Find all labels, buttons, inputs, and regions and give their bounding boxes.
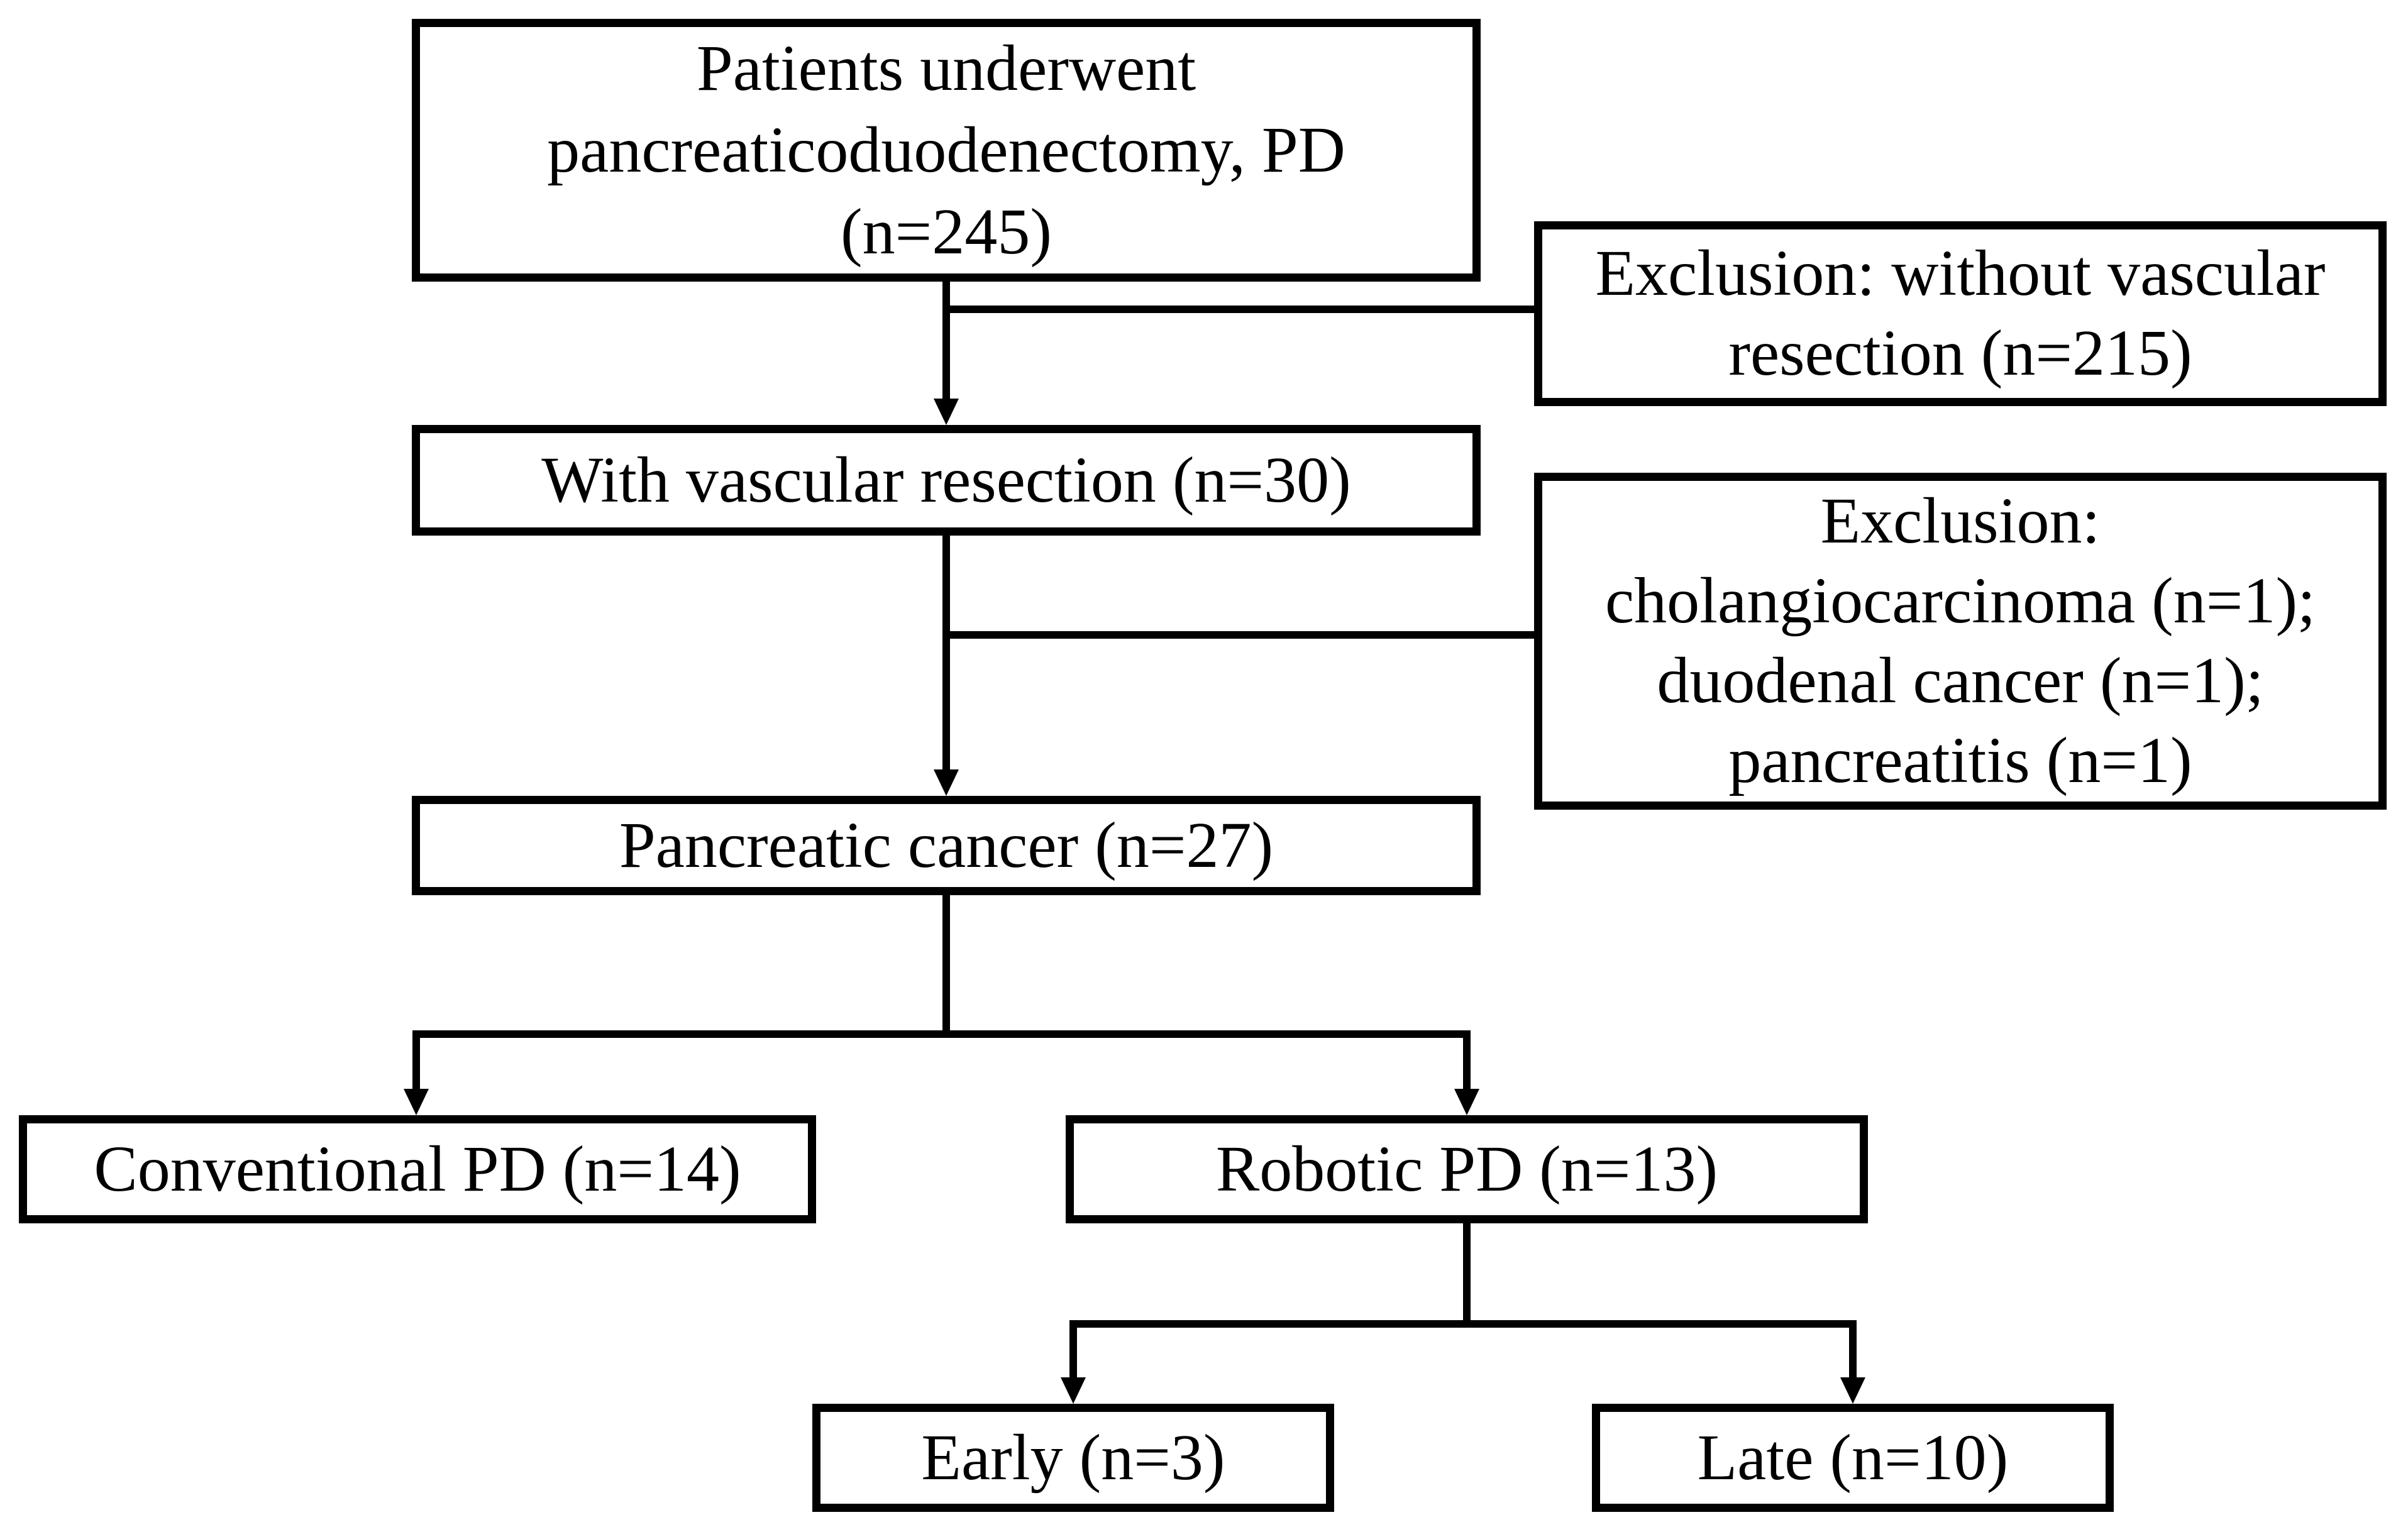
into-early-arrow-down-icon: [1061, 1377, 1086, 1404]
connector-vascular-to-exclusion2: [943, 631, 1540, 639]
into-pancreatic-cancer-arrow-down-icon: [934, 769, 959, 796]
connector-robotic-down: [1463, 1223, 1471, 1324]
node-label: Exclusion: without vascular resection (n…: [1595, 237, 2326, 389]
node-late-group: Late (n=10): [1592, 1404, 2114, 1512]
connector-cancer-down: [942, 894, 950, 1034]
node-label: With vascular resection (n=30): [541, 443, 1351, 516]
node-exclusion-without-vascular-resection: Exclusion: without vascular resection (n…: [1534, 221, 2387, 406]
into-vascular-arrow-down-icon: [934, 399, 959, 425]
node-early-group: Early (n=3): [812, 1404, 1334, 1512]
connector-root-to-exclusion1: [943, 306, 1540, 313]
node-label: Exclusion: cholangiocarcinoma (n=1); duo…: [1605, 485, 2316, 796]
into-robotic-pd-arrow-down-icon: [1454, 1089, 1479, 1115]
node-label: Patients underwent pancreaticoduodenecto…: [547, 32, 1345, 268]
node-label: Early (n=3): [921, 1421, 1225, 1494]
connector-root-down: [942, 280, 950, 404]
node-conventional-pd: Conventional PD (n=14): [19, 1115, 816, 1223]
node-patients-underwent-pd: Patients underwent pancreaticoduodenecto…: [412, 19, 1481, 282]
node-label: Robotic PD (n=13): [1215, 1132, 1718, 1205]
node-with-vascular-resection: With vascular resection (n=30): [412, 425, 1481, 536]
node-robotic-pd: Robotic PD (n=13): [1066, 1115, 1868, 1223]
node-exclusion-other-diagnoses: Exclusion: cholangiocarcinoma (n=1); duo…: [1534, 473, 2387, 810]
node-label: Conventional PD (n=14): [94, 1132, 741, 1205]
connector-vascular-down: [942, 534, 950, 774]
connector-split-horizontal: [412, 1030, 1471, 1038]
connector-to-late: [1849, 1320, 1857, 1380]
connector-to-early: [1069, 1320, 1077, 1380]
node-pancreatic-cancer: Pancreatic cancer (n=27): [412, 796, 1481, 895]
connector-to-conventional: [412, 1030, 420, 1093]
into-late-arrow-down-icon: [1840, 1377, 1865, 1404]
connector-robotic-split-horizontal: [1069, 1320, 1857, 1328]
node-label: Pancreatic cancer (n=27): [619, 808, 1274, 881]
connector-to-robotic: [1463, 1030, 1471, 1093]
node-label: Late (n=10): [1697, 1421, 2009, 1494]
into-conventional-pd-arrow-down-icon: [404, 1089, 429, 1115]
